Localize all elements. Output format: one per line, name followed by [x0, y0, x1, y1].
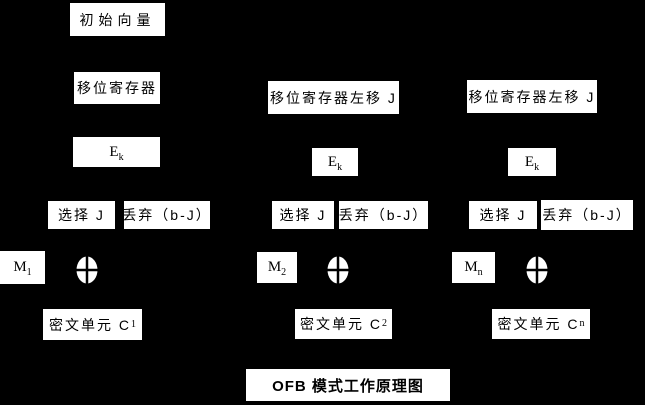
- select-box-1: 选择 J: [48, 201, 115, 229]
- message-box-mn: Mn: [452, 252, 495, 283]
- message-box-m2: M2: [257, 252, 297, 283]
- select-box-3: 选择 J: [469, 201, 537, 229]
- initial-vector-box: 初始向量: [70, 3, 165, 36]
- message-label-mn: Mn: [464, 259, 483, 278]
- message-box-m1: M1: [0, 251, 45, 284]
- encrypt-label-1: Ek: [109, 143, 124, 163]
- encrypt-box-1: Ek: [73, 137, 160, 167]
- xor-icon-3: [526, 256, 548, 284]
- encrypt-box-2: Ek: [312, 148, 358, 176]
- xor-icon-2: [327, 256, 349, 284]
- message-label-m2: M2: [267, 259, 287, 278]
- discard-box-2: 丢弃（b-J）: [339, 201, 428, 229]
- select-box-2: 选择 J: [272, 201, 334, 229]
- shift-register-box: 移位寄存器: [74, 72, 160, 104]
- encrypt-label-2: Ek: [327, 153, 343, 173]
- discard-box-3: 丢弃（b-J）: [541, 200, 633, 230]
- message-label-m1: M1: [13, 259, 32, 278]
- shift-register-left-box-2: 移位寄存器左移 J: [268, 81, 399, 114]
- diagram-title: OFB 模式工作原理图: [246, 369, 450, 401]
- encrypt-box-3: Ek: [508, 148, 556, 176]
- shift-register-left-box-3: 移位寄存器左移 J: [467, 80, 597, 113]
- xor-icon-1: [76, 256, 98, 284]
- discard-box-1: 丢弃（b-J）: [122, 201, 210, 229]
- encrypt-label-3: Ek: [524, 153, 540, 173]
